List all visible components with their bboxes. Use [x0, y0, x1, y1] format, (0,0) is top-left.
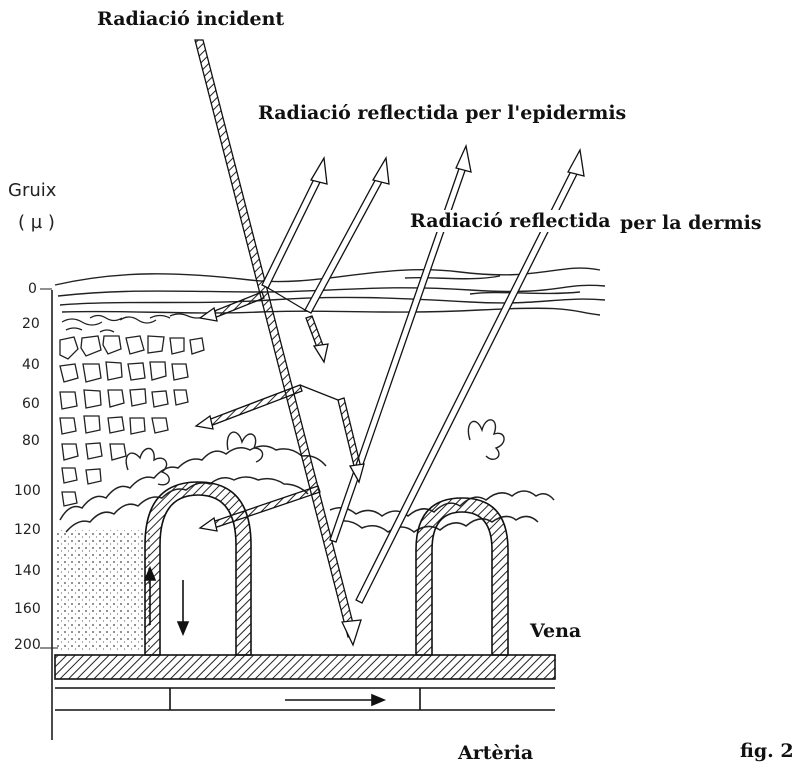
- artery-vessel: [55, 688, 555, 710]
- dermis-reflection-label-b: per la dermis: [620, 212, 762, 234]
- dermis-reflection-label-a: Radiació reflectida: [410, 210, 611, 232]
- tick-100: 100: [14, 483, 41, 499]
- vein-vessel: [55, 655, 555, 679]
- thickness-title: Gruix: [8, 180, 56, 201]
- tick-60: 60: [22, 396, 40, 412]
- tick-120: 120: [14, 522, 41, 538]
- dermis-dots: [56, 530, 151, 650]
- tick-40: 40: [22, 357, 40, 373]
- stratum-corneum-cells: [62, 314, 206, 332]
- capillary-loop-left: [145, 482, 251, 655]
- keratinocyte-cells: [60, 336, 204, 506]
- tick-80: 80: [22, 433, 40, 449]
- epidermis-reflection-label: Radiació reflectida per l'epidermis: [258, 102, 626, 124]
- tick-140: 140: [14, 563, 41, 579]
- tick-200: 200: [14, 637, 41, 653]
- incident-radiation-arrow: [195, 40, 361, 645]
- vein-label: Vena: [530, 620, 581, 642]
- tick-0: 0: [28, 281, 37, 297]
- artery-label: Artèria: [458, 742, 533, 764]
- incident-label: Radiació incident: [97, 8, 284, 30]
- tick-20: 20: [22, 316, 40, 332]
- figure-label: fig. 2: [740, 740, 794, 762]
- thickness-unit: ( µ ): [18, 212, 55, 233]
- capillary-loop-right: [416, 498, 508, 655]
- tick-160: 160: [14, 601, 41, 617]
